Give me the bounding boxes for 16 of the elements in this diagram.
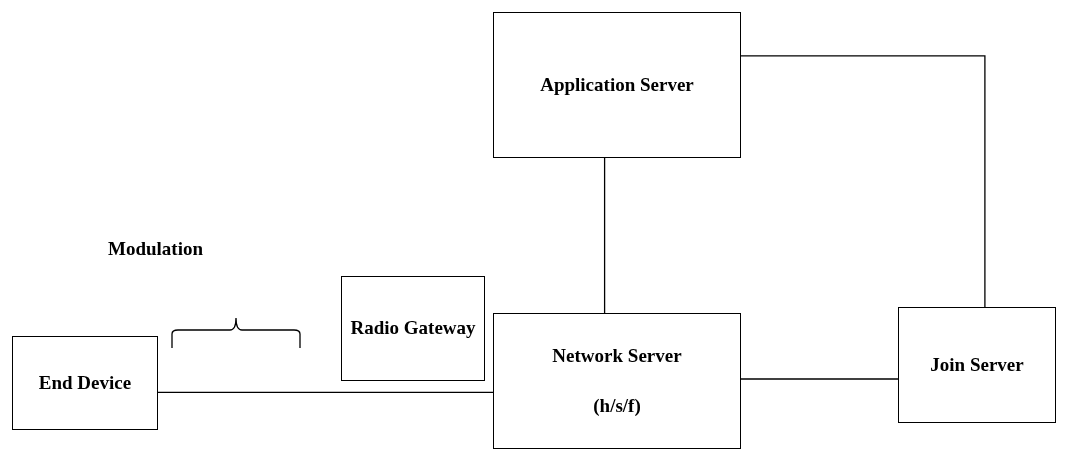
connector-line — [740, 378, 899, 380]
component-box — [12, 336, 158, 430]
component-box — [341, 276, 485, 381]
node-label: End Device — [38, 370, 132, 395]
node-label: Join Server — [930, 352, 1024, 377]
node-label: (h/s/f) — [593, 394, 641, 418]
connector-line — [157, 391, 494, 394]
annotation-label: Modulation — [108, 238, 204, 260]
node-label: Application Server — [540, 72, 694, 97]
connector-line — [740, 55, 986, 308]
server-box — [493, 313, 741, 449]
component-box — [898, 307, 1056, 423]
node-label: Radio Gateway — [350, 316, 476, 341]
node-label: Network Server — [552, 343, 682, 368]
connector-line — [603, 157, 606, 314]
server-box — [493, 12, 741, 158]
